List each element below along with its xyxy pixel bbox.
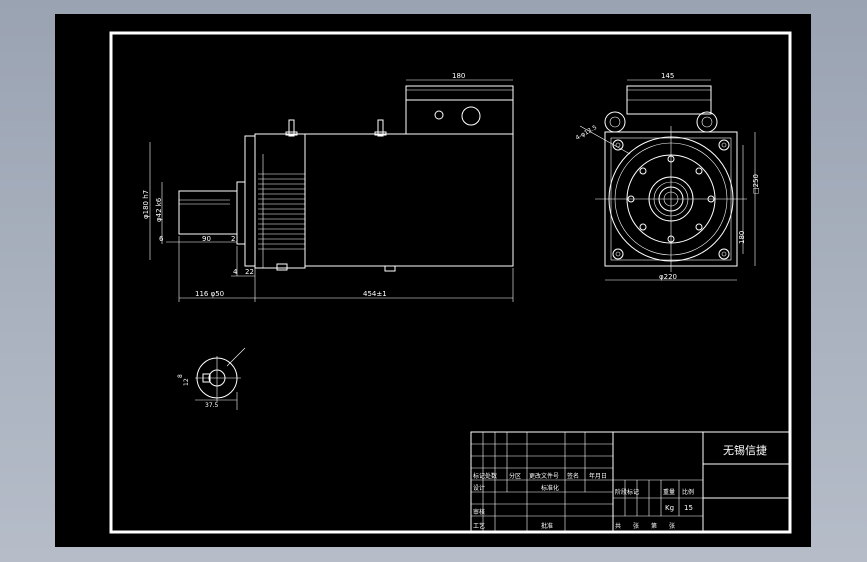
flange <box>244 135 256 267</box>
motor-body <box>304 133 514 267</box>
tb-cell-gongyi: 工艺 <box>473 522 485 530</box>
dim-shoulder-6: 6 <box>159 235 164 243</box>
drawing-sheet: 180 φ180 h7 φ42 k6 6 90 2 4 22 116 φ50 4… <box>55 14 811 547</box>
tb-cell-pizhun: 批准 <box>541 522 553 530</box>
shaft-section: 37.5 12 8 <box>177 347 246 410</box>
dim-flange-diameter: φ180 h7 <box>142 190 150 219</box>
tb-sheet-gong: 共 <box>615 522 621 530</box>
tb-cell-shenhe: 审核 <box>473 508 485 516</box>
tb-sheet-di: 第 <box>651 522 657 530</box>
tb-stage-label: 阶段标记 <box>615 488 639 496</box>
dim-key-width: 12 <box>183 378 190 386</box>
dim-flange-22: 22 <box>245 268 254 276</box>
dim-shaft-diameter: φ42 k6 <box>155 197 163 222</box>
dim-key: 37.5 <box>205 402 219 409</box>
tb-cell-nianyueri: 年月日 <box>589 472 607 480</box>
tb-weight-label: 重量 <box>663 488 675 496</box>
cad-drawing: 180 φ180 h7 φ42 k6 6 90 2 4 22 116 φ50 4… <box>109 31 792 534</box>
side-view: 145 <box>575 72 761 281</box>
front-view: 180 φ180 h7 φ42 k6 6 90 2 4 22 116 φ50 4… <box>142 72 514 302</box>
tb-sheet-zhang2: 张 <box>669 522 675 530</box>
tb-cell-biaoji: 标记 <box>473 472 485 480</box>
dim-shoulder-2: 2 <box>231 235 235 243</box>
dim-side-width: 145 <box>661 72 674 80</box>
dim-dia-220: φ220 <box>659 273 677 281</box>
dim-total-length: 454±1 <box>363 290 387 298</box>
tb-scale-label: 比例 <box>682 488 694 496</box>
dim-bolt-holes: 4-φ13.5 <box>575 124 599 142</box>
dim-flange-4: 4 <box>233 268 238 276</box>
tb-cell-genggai: 更改文件号 <box>529 472 559 480</box>
title-block: 无锡信捷 标记 处数 分区 更改文件号 签名 年月日 设计 标准化 审核 工艺 … <box>470 431 791 533</box>
tb-weight-unit: Kg <box>665 504 674 512</box>
tb-cell-chushu: 处数 <box>485 472 497 480</box>
dim-shaft-length: 90 <box>202 235 211 243</box>
drawing-frame <box>109 31 792 534</box>
dim-key-h: 8 <box>177 374 184 378</box>
fin-section <box>254 133 306 269</box>
drawing-title: 无锡信捷 <box>723 443 767 457</box>
dim-pcd-250: □250 <box>752 174 760 194</box>
tb-sheet-zhang1: 张 <box>633 522 639 530</box>
dim-top-width: 180 <box>452 72 465 80</box>
tb-cell-biaozhunhua: 标准化 <box>541 484 559 492</box>
tb-cell-sheji: 设计 <box>473 484 485 492</box>
dim-180-side: 180 <box>738 231 746 244</box>
connector-box <box>405 85 514 135</box>
shaft <box>178 190 238 235</box>
tb-weight-value: 15 <box>684 504 693 512</box>
dim-tol-116: 116 φ50 <box>195 290 224 298</box>
tb-cell-qianming: 签名 <box>567 472 579 480</box>
tb-cell-fenqu: 分区 <box>509 472 521 480</box>
